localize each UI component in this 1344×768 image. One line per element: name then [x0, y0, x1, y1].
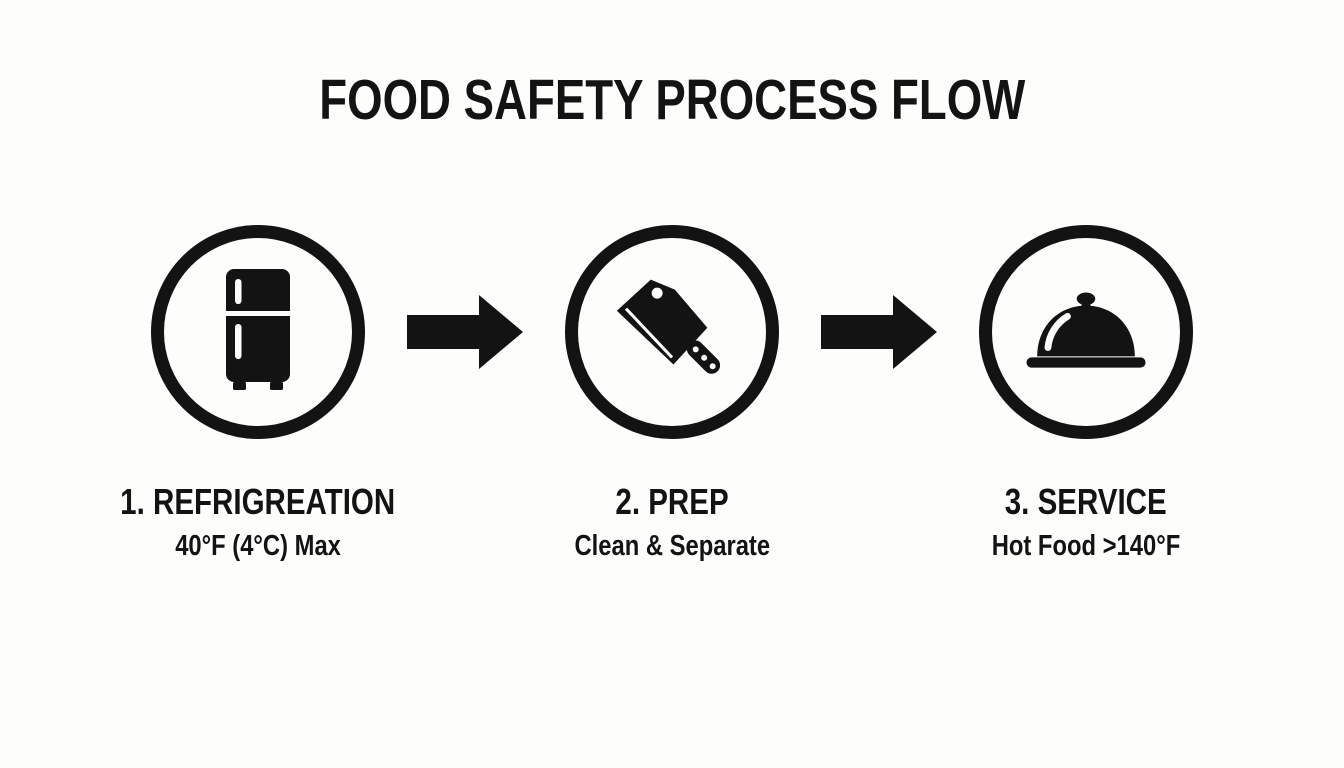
cloche-icon: [1022, 291, 1150, 373]
step-prep: 2. PREP Clean & Separate: [565, 225, 779, 561]
cleaver-icon: [606, 266, 738, 398]
step-label: 3. SERVICE: [1005, 481, 1167, 522]
step-circle: [565, 225, 779, 439]
food-safety-flow-diagram: FOOD SAFETY PROCESS FLOW 1. REFRIGR: [0, 72, 1344, 768]
step-refrigeration: 1. REFRIGREATION 40°F (4°C) Max: [121, 225, 396, 562]
refrigerator-icon: [223, 269, 293, 395]
step-detail: Hot Food >140°F: [991, 529, 1181, 562]
process-steps-row: 1. REFRIGREATION 40°F (4°C) Max: [0, 225, 1344, 561]
page-title: FOOD SAFETY PROCESS FLOW: [0, 72, 1344, 129]
arrow-right-icon: [821, 295, 937, 369]
step-service: 3. SERVICE Hot Food >140°F: [979, 225, 1193, 561]
step-detail: Clean & Separate: [574, 529, 770, 562]
step-circle: [979, 225, 1193, 439]
arrow-right-icon: [407, 295, 523, 369]
step-label: 1. REFRIGREATION: [120, 481, 396, 522]
step-detail: 40°F (4°C) Max: [175, 529, 341, 562]
step-circle: [151, 225, 365, 439]
page-title-text: FOOD SAFETY PROCESS FLOW: [319, 68, 1025, 132]
step-label: 2. PREP: [615, 481, 729, 522]
